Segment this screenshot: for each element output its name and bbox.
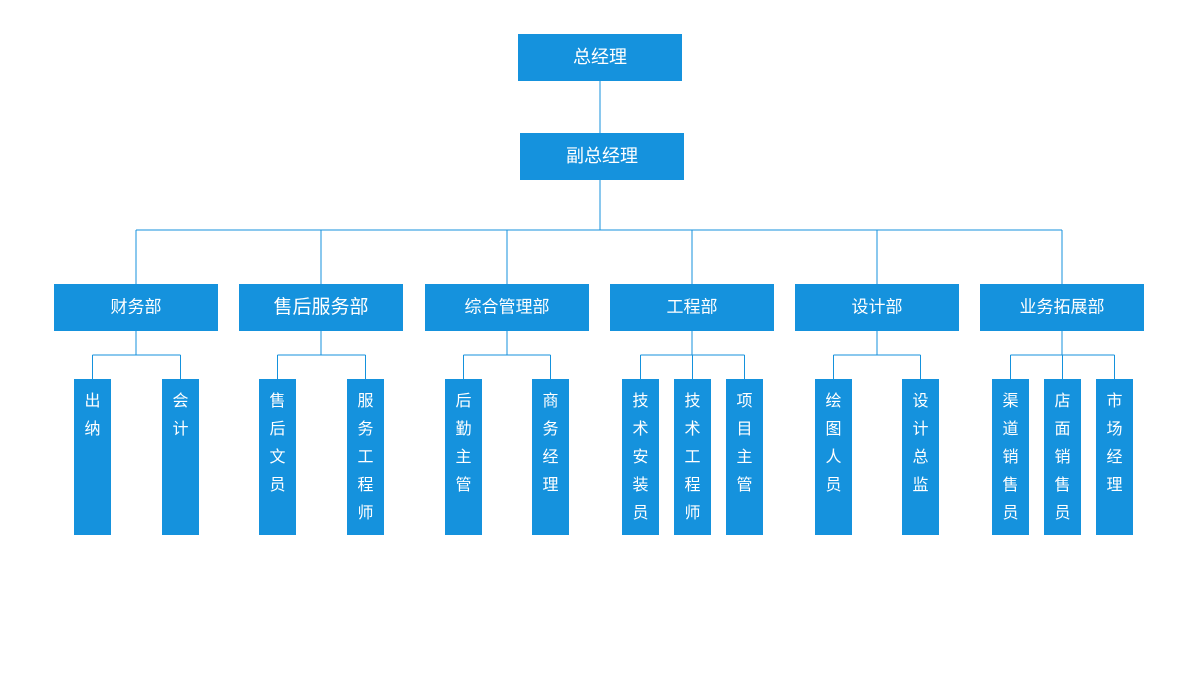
sub-unit-box (162, 379, 199, 535)
sub-unit-box (347, 379, 384, 535)
sub-unit-box (1044, 379, 1081, 535)
sub-unit-box (1096, 379, 1133, 535)
vice-box (520, 133, 684, 180)
department-node: 业务拓展部 (980, 284, 1144, 331)
sub-unit-node: 渠道销售员 (992, 379, 1029, 535)
sub-unit-box (622, 379, 659, 535)
sub-unit-label: 商务经理 (542, 391, 558, 494)
department-label: 综合管理部 (465, 298, 550, 318)
department-node: 设计部 (795, 284, 959, 331)
connector-lines (92, 81, 1115, 379)
sub-unit-node: 后勤主管 (445, 379, 482, 535)
sub-unit-box (74, 379, 111, 535)
sub-unit-box (532, 379, 569, 535)
sub-unit-box (674, 379, 711, 535)
department-label: 售后服务部 (273, 296, 368, 318)
sub-unit-label: 会计 (172, 391, 188, 438)
sub-unit-node: 技术安装员 (622, 379, 659, 535)
department-box (54, 284, 218, 331)
sub-unit-label: 技术安装员 (632, 391, 648, 522)
department-box (425, 284, 589, 331)
sub-unit-box (815, 379, 852, 535)
department-node: 售后服务部 (239, 284, 403, 331)
department-box (980, 284, 1144, 331)
sub-unit-label: 出纳 (84, 391, 100, 438)
sub-unit-box (445, 379, 482, 535)
sub-unit-label: 服务工程师 (357, 391, 373, 522)
sub-unit-node: 绘图人员 (815, 379, 852, 535)
sub-unit-label: 店面销售员 (1054, 391, 1070, 522)
department-box (610, 284, 774, 331)
sub-unit-node: 技术工程师 (674, 379, 711, 535)
sub-unit-label: 后勤主管 (455, 391, 471, 494)
sub-unit-label: 售后文员 (269, 391, 285, 494)
ceo-label: 总经理 (573, 47, 627, 68)
sub-unit-node: 出纳 (74, 379, 111, 535)
department-label: 业务拓展部 (1020, 298, 1105, 318)
sub-unit-node: 服务工程师 (347, 379, 384, 535)
sub-unit-label: 市场经理 (1106, 391, 1122, 494)
department-node: 工程部 (610, 284, 774, 331)
sub-unit-node: 店面销售员 (1044, 379, 1081, 535)
sub-unit-label: 设计总监 (912, 391, 928, 494)
sub-unit-label: 渠道销售员 (1002, 391, 1018, 522)
vice-label: 副总经理 (566, 146, 638, 167)
sub-unit-box (726, 379, 763, 535)
sub-unit-label: 绘图人员 (825, 391, 841, 494)
departments: 财务部 售后服务部 综合管理部 工程部 设计部 业务拓展部 (54, 284, 1144, 331)
ceo-box (518, 34, 682, 81)
sub-unit-box (902, 379, 939, 535)
department-node: 财务部 (54, 284, 218, 331)
sub-unit-box (992, 379, 1029, 535)
sub-unit-node: 售后文员 (259, 379, 296, 535)
department-node: 综合管理部 (425, 284, 589, 331)
department-label: 工程部 (667, 298, 718, 318)
sub-unit-node: 会计 (162, 379, 199, 535)
department-box (795, 284, 959, 331)
sub-unit-node: 市场经理 (1096, 379, 1133, 535)
sub-unit-node: 项目主管 (726, 379, 763, 535)
sub-units: 出纳 会计 售后文员 服务工程师 后勤主管 商务经理 技术安装员 技术工程师 项目主管 绘图人员 设… (74, 379, 1133, 535)
vice-node: 副总经理 (520, 133, 684, 180)
sub-unit-box (259, 379, 296, 535)
ceo-node: 总经理 (518, 34, 682, 81)
sub-unit-node: 设计总监 (902, 379, 939, 535)
department-box (239, 284, 403, 331)
sub-unit-node: 商务经理 (532, 379, 569, 535)
sub-unit-label: 项目主管 (736, 391, 752, 494)
department-label: 财务部 (111, 298, 162, 318)
department-label: 设计部 (852, 298, 903, 318)
sub-unit-label: 技术工程师 (684, 391, 700, 522)
